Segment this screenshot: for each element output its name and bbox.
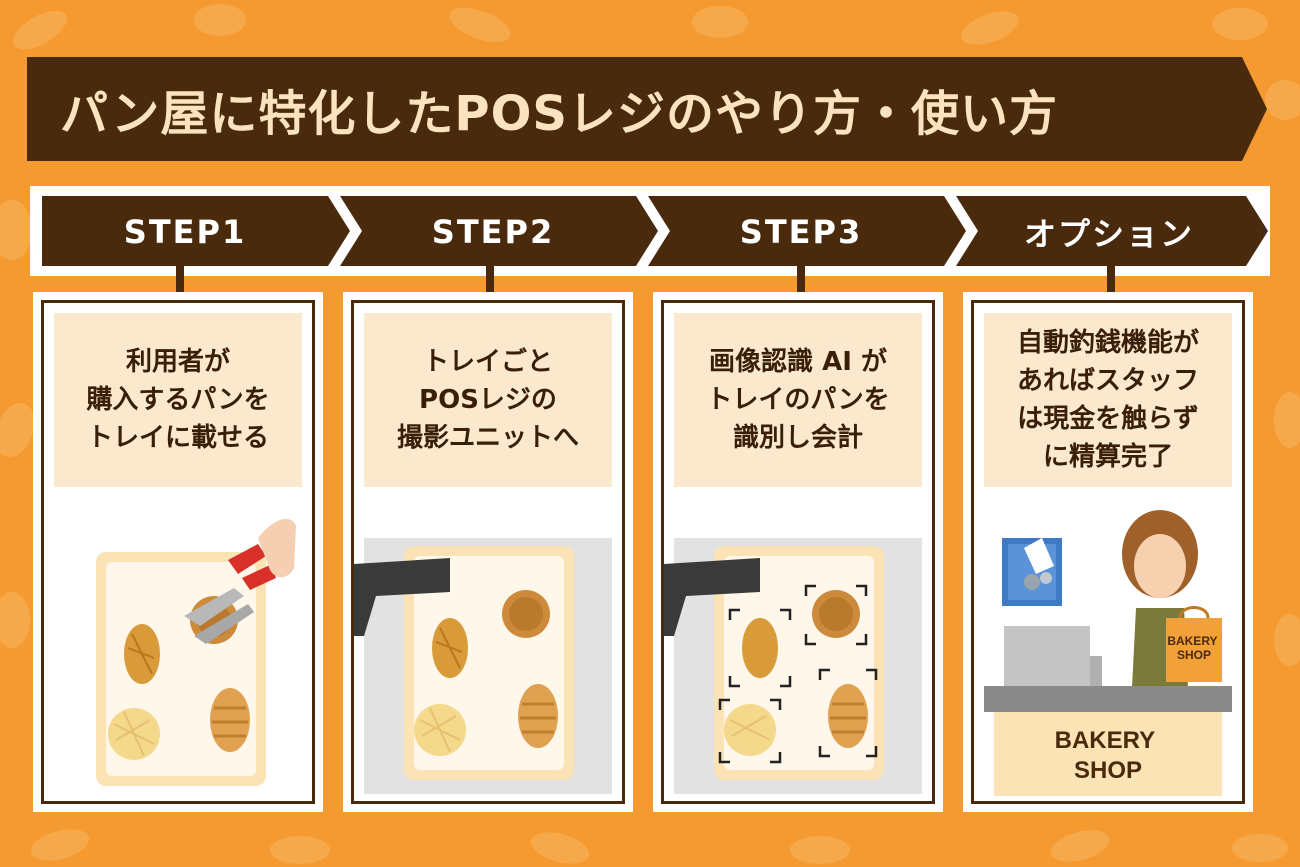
- step-panel-1: 利用者が 購入するパンを トレイに載せる: [33, 292, 323, 812]
- step-panel-3: 画像認識 AI が トレイのパンを 識別し会計: [653, 292, 943, 812]
- connector-option: [1107, 266, 1115, 308]
- bag-label-line-2: SHOP: [1177, 648, 1211, 662]
- tray-camera-illustration: [354, 538, 612, 794]
- step-description-box-1: 利用者が 購入するパンを トレイに載せる: [54, 313, 302, 487]
- step-description-box-2: トレイごと POSレジの 撮影ユニットへ: [364, 313, 612, 487]
- counter-label-line-2: SHOP: [1074, 757, 1142, 784]
- svg-text:BAKERY SHOP: BAKERY SHOP: [1055, 727, 1162, 784]
- croissant-icon: [828, 684, 868, 748]
- croissant-icon: [518, 684, 558, 748]
- hand-icon: [258, 518, 296, 578]
- tongs-icon: [184, 588, 244, 626]
- step-panel-2: トレイごと POSレジの 撮影ユニットへ: [343, 292, 633, 812]
- option-panel: 自動釣銭機能が あればスタッフ は現金を触らず に精算完了 BAKERY SHO: [963, 292, 1253, 812]
- camera-unit-icon: [354, 558, 450, 636]
- counter-label-line-1: BAKERY: [1055, 727, 1155, 754]
- camera-unit-icon: [664, 558, 760, 636]
- step-description-1: 利用者が 購入するパンを トレイに載せる: [86, 347, 270, 453]
- title-banner: [27, 57, 1267, 161]
- step-label-3: STEP3: [739, 213, 863, 251]
- step-description-2: トレイごと POSレジの 撮影ユニットへ: [396, 347, 579, 453]
- step-label-option: オプション: [1023, 215, 1194, 253]
- page-title: パン屋に特化したPOSレジのやり方・使い方: [60, 86, 1058, 142]
- shopping-bag-icon: [1166, 618, 1222, 682]
- step-label-2: STEP2: [431, 213, 555, 251]
- tray-with-tongs-illustration: [96, 518, 296, 786]
- step-description-box-3: 画像認識 AI が トレイのパンを 識別し会計: [674, 313, 922, 487]
- step-label-1: STEP1: [123, 213, 247, 251]
- connector-3: [797, 266, 805, 308]
- counter-front-icon: [994, 712, 1222, 796]
- connector-2: [486, 266, 494, 308]
- bread-icon: [742, 618, 778, 678]
- tray-scan-illustration: [664, 538, 922, 794]
- option-description-box: 自動釣銭機能が あればスタッフ は現金を触らず に精算完了: [984, 313, 1232, 487]
- bag-label-line-1: BAKERY: [1167, 634, 1217, 648]
- counter-top-icon: [984, 686, 1232, 712]
- option-description: 自動釣銭機能が あればスタッフ は現金を触らず に精算完了: [1016, 328, 1199, 472]
- croissant-icon: [210, 688, 250, 752]
- register-icon: [1004, 626, 1090, 686]
- step-description-3: 画像認識 AI が トレイのパンを 識別し会計: [706, 347, 890, 453]
- scan-bracket-icon: [718, 584, 878, 764]
- svg-text:BAKERY SHOP: BAKERY SHOP: [1167, 634, 1220, 662]
- step-arrows: [42, 196, 1268, 266]
- connector-1: [176, 266, 184, 308]
- cashier-counter-illustration: BAKERY SHOP BAKERY SHOP: [984, 510, 1232, 796]
